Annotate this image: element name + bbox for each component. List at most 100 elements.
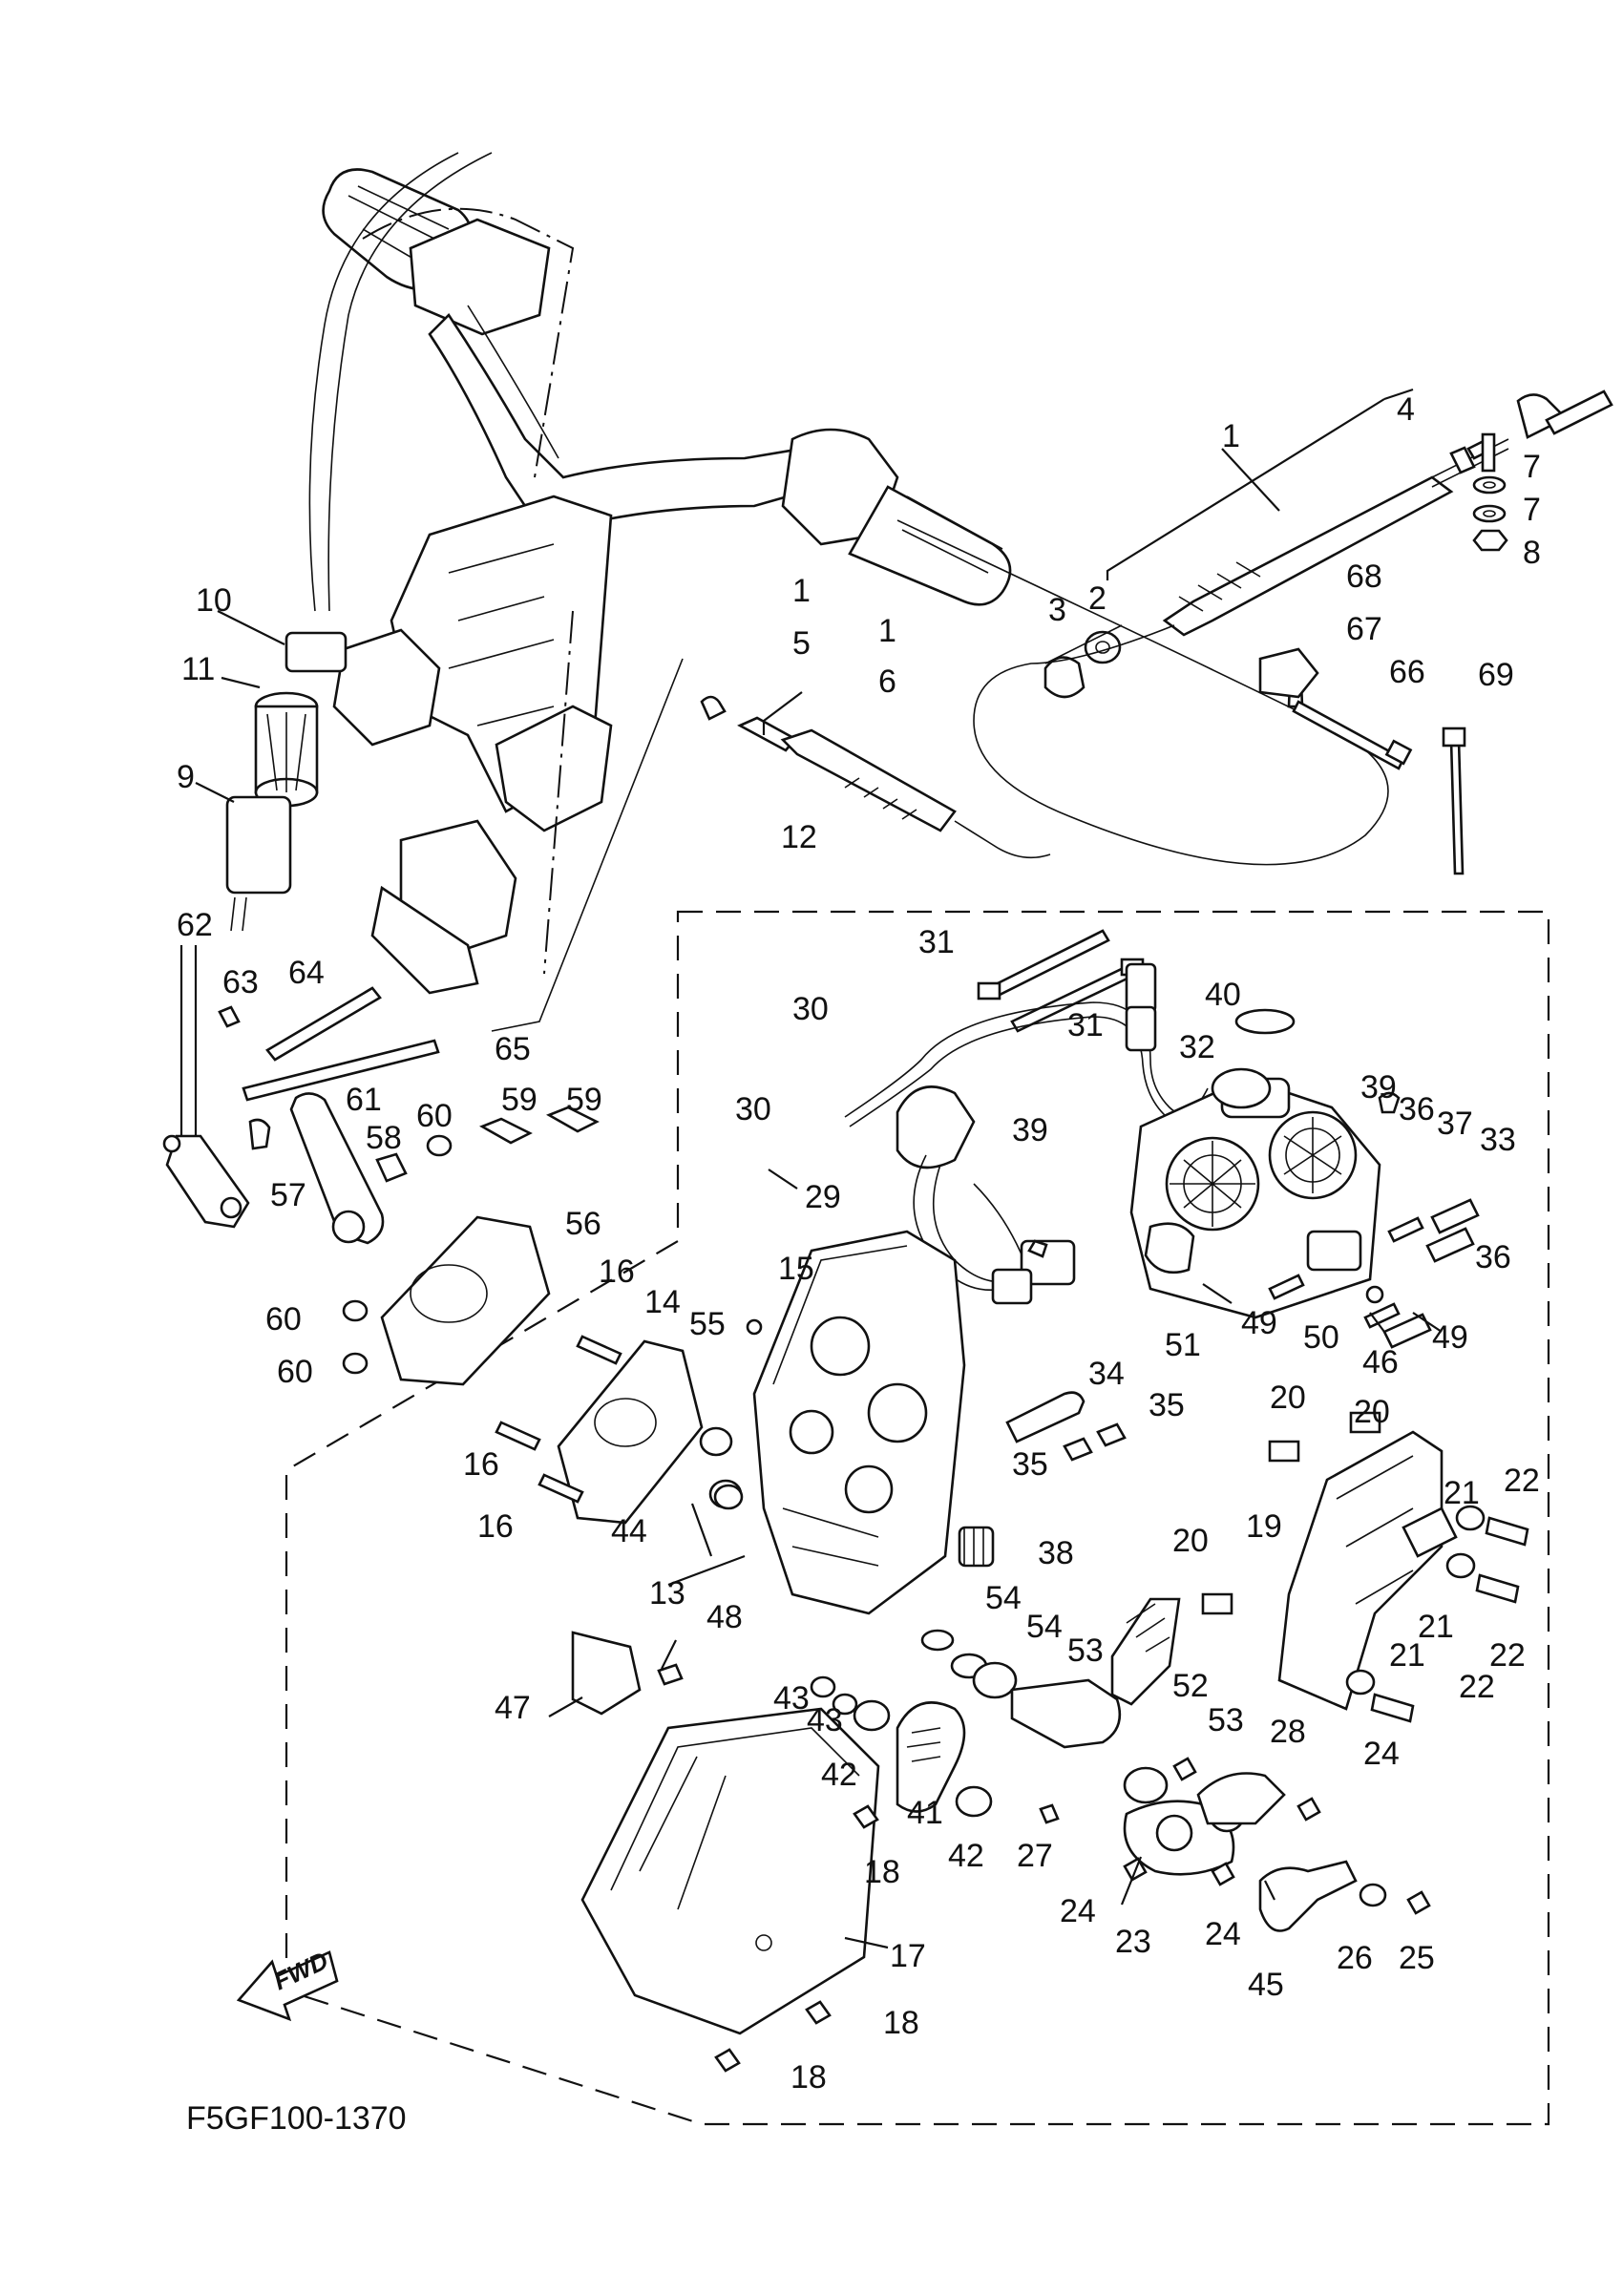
tie-69 bbox=[1449, 738, 1465, 875]
callout-51: 51 bbox=[1165, 1327, 1201, 1363]
callout-17: 17 bbox=[890, 1938, 926, 1974]
callout-16: 16 bbox=[477, 1508, 514, 1545]
callout-42: 42 bbox=[948, 1838, 984, 1874]
plates-and-gaskets bbox=[380, 1215, 743, 1525]
callout-26: 26 bbox=[1337, 1940, 1373, 1976]
oring-43a bbox=[810, 1675, 836, 1698]
bolt-4 bbox=[1481, 432, 1496, 473]
callout-54: 54 bbox=[985, 1580, 1022, 1616]
callout-30: 30 bbox=[735, 1091, 771, 1127]
callout-28: 28 bbox=[1270, 1714, 1306, 1750]
callout-16: 16 bbox=[599, 1253, 635, 1290]
gear-41 bbox=[896, 1701, 966, 1813]
callout-57: 57 bbox=[270, 1177, 306, 1213]
bolt-20c bbox=[1201, 1592, 1233, 1615]
callout-10: 10 bbox=[196, 582, 232, 619]
bolt-28 bbox=[1172, 1757, 1197, 1781]
bolt-20a bbox=[1268, 1440, 1300, 1463]
lever-34 bbox=[1005, 1391, 1127, 1462]
lever-61 bbox=[289, 1092, 385, 1245]
bushing-53a bbox=[972, 1661, 1018, 1699]
callout-20: 20 bbox=[1270, 1380, 1306, 1416]
callout-19: 19 bbox=[1246, 1508, 1282, 1545]
bolt-59a bbox=[479, 1117, 533, 1145]
shift-cable-assembly bbox=[700, 691, 1051, 859]
bolt-57 bbox=[248, 1118, 271, 1150]
callout-59: 59 bbox=[566, 1082, 602, 1118]
callout-31: 31 bbox=[918, 924, 955, 960]
grommet-29 bbox=[896, 1085, 976, 1169]
callout-47: 47 bbox=[495, 1690, 531, 1726]
plate-56 bbox=[380, 1215, 551, 1386]
callout-36: 36 bbox=[1399, 1091, 1435, 1127]
callout-18: 18 bbox=[883, 2005, 919, 2041]
callout-53: 53 bbox=[1208, 1702, 1244, 1738]
callout-1: 1 bbox=[878, 613, 896, 649]
callout-1: 1 bbox=[792, 573, 811, 609]
callout-labels: 1 2 3 4 7 7 8 1 5 1 6 9 10 11 12 13 14 1… bbox=[177, 391, 1541, 2096]
callout-35: 35 bbox=[1012, 1446, 1048, 1483]
callout-62: 62 bbox=[177, 907, 213, 943]
callout-60: 60 bbox=[265, 1301, 302, 1338]
callout-64: 64 bbox=[288, 955, 325, 991]
callout-43: 43 bbox=[773, 1680, 810, 1717]
callout-22: 22 bbox=[1459, 1669, 1495, 1705]
callout-18: 18 bbox=[790, 2059, 827, 2096]
callout-5: 5 bbox=[792, 625, 811, 662]
callout-20: 20 bbox=[1354, 1394, 1390, 1430]
callout-46: 46 bbox=[1362, 1344, 1399, 1380]
callout-39: 39 bbox=[1012, 1112, 1048, 1148]
group-boundary-12 bbox=[285, 910, 1550, 2126]
callout-35: 35 bbox=[1149, 1387, 1185, 1423]
callout-18: 18 bbox=[864, 1854, 900, 1890]
callout-60: 60 bbox=[277, 1354, 313, 1390]
nut-8 bbox=[1472, 529, 1508, 552]
callout-16: 16 bbox=[463, 1446, 499, 1483]
callout-52: 52 bbox=[1172, 1668, 1209, 1704]
studs-16 bbox=[495, 1335, 622, 1504]
cable-grommet-group bbox=[225, 631, 348, 932]
callout-24: 24 bbox=[1363, 1736, 1400, 1772]
callout-1: 1 bbox=[1222, 418, 1240, 454]
callout-2: 2 bbox=[1088, 580, 1107, 617]
callout-8: 8 bbox=[1523, 535, 1541, 571]
bushing-42b bbox=[955, 1785, 993, 1818]
callout-41: 41 bbox=[907, 1795, 943, 1831]
oring-54a bbox=[920, 1629, 955, 1652]
dowel-15 bbox=[746, 1318, 763, 1336]
callout-34: 34 bbox=[1088, 1356, 1125, 1392]
callout-30: 30 bbox=[792, 991, 829, 1027]
callout-40: 40 bbox=[1205, 977, 1241, 1013]
callout-12: 12 bbox=[781, 819, 817, 855]
collar-60b bbox=[342, 1299, 369, 1322]
gear-38 bbox=[958, 1526, 995, 1568]
callout-21: 21 bbox=[1444, 1475, 1480, 1511]
callout-24: 24 bbox=[1060, 1893, 1096, 1929]
callout-38: 38 bbox=[1038, 1535, 1074, 1571]
clip-39b bbox=[1378, 1091, 1401, 1114]
callout-55: 55 bbox=[689, 1306, 726, 1342]
bolt-25 bbox=[1406, 1890, 1431, 1915]
collar-60 bbox=[426, 1134, 453, 1157]
callout-42: 42 bbox=[821, 1757, 857, 1793]
callout-43: 43 bbox=[807, 1702, 843, 1738]
motor-cap bbox=[1211, 1067, 1272, 1109]
callout-13: 13 bbox=[649, 1575, 685, 1611]
bushing-42a bbox=[853, 1699, 891, 1732]
callout-20: 20 bbox=[1172, 1523, 1209, 1559]
cover-17 bbox=[580, 1707, 880, 2073]
throttle-cable-assembly bbox=[896, 388, 1613, 866]
callout-6: 6 bbox=[878, 664, 896, 700]
clip-67 bbox=[1258, 647, 1319, 699]
washer-7b bbox=[1472, 504, 1507, 523]
callout-56: 56 bbox=[565, 1206, 601, 1242]
cable-6 bbox=[780, 728, 957, 832]
callout-66: 66 bbox=[1389, 654, 1425, 690]
collar-60c bbox=[342, 1352, 369, 1375]
callout-39: 39 bbox=[1360, 1069, 1397, 1106]
callout-44: 44 bbox=[611, 1513, 647, 1549]
servo-motor-32 bbox=[1129, 1008, 1381, 1319]
callout-63: 63 bbox=[222, 964, 259, 1001]
bracket-47 bbox=[571, 1631, 684, 1716]
